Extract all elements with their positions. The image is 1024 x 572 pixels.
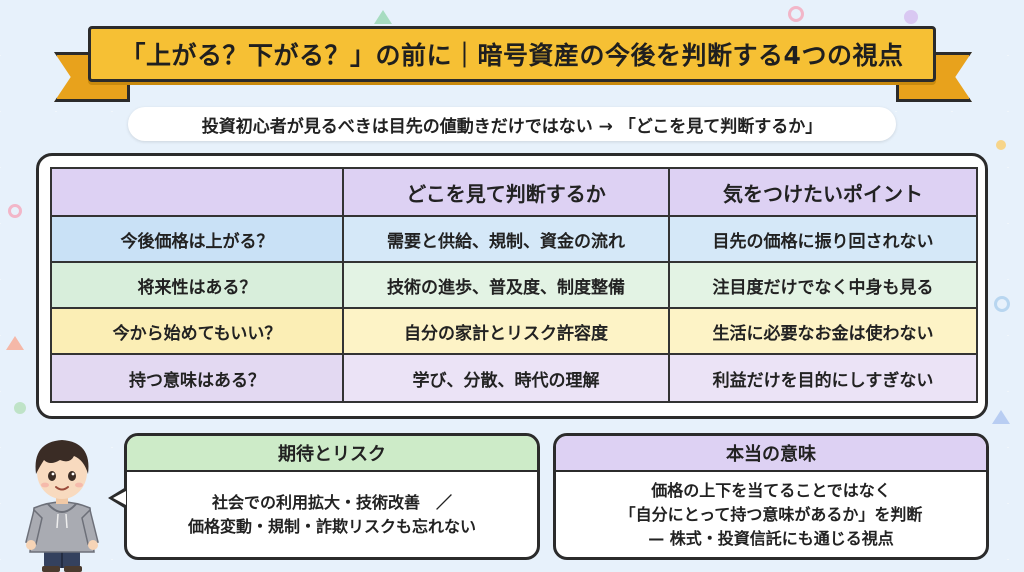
table-row-where-to-look: 需要と供給、規制、資金の流れ: [344, 217, 670, 263]
true-meaning-card: 本当の意味 価格の上下を当てることではなく 「自分にとって持つ意味があるか」を判…: [553, 433, 989, 560]
table-row-where-to-look: 学び、分散、時代の理解: [344, 355, 670, 401]
decor-dot: [904, 10, 918, 24]
decor-dot: [996, 140, 1006, 150]
table-row-caution: 利益だけを目的にしすぎない: [670, 355, 976, 401]
table-header-empty: [52, 169, 344, 217]
card-line: 社会での利用拡大・技術改善 ／: [211, 493, 452, 512]
table-row-question: 将来性はある？: [52, 263, 344, 309]
table-row-caution: 注目度だけでなく中身も見る: [670, 263, 976, 309]
subtitle: 投資初心者が見るべきは目先の値動きだけではない → 「どこを見て判断するか」: [128, 107, 896, 141]
table-header-where-to-look: どこを見て判断するか: [344, 169, 670, 217]
table-row-question: 今から始めてもいい？: [52, 309, 344, 355]
true-meaning-title: 本当の意味: [556, 436, 986, 472]
table-row-where-to-look: 技術の進歩、普及度、制度整備: [344, 263, 670, 309]
decor-triangle: [6, 336, 24, 350]
table-row-where-to-look: 自分の家計とリスク許容度: [344, 309, 670, 355]
table-row-caution: 生活に必要なお金は使わない: [670, 309, 976, 355]
table-row-caution: 目先の価格に振り回されない: [670, 217, 976, 263]
table-row-question: 今後価格は上がる？: [52, 217, 344, 263]
page-title: 「上がる？下がる？」の前に｜暗号資産の今後を判断する4つの視点: [120, 41, 904, 70]
card-line: 価格変動・規制・詐欺リスクも忘れない: [187, 517, 476, 536]
decor-ring: [788, 6, 804, 22]
expectation-risk-title: 期待とリスク: [127, 436, 537, 472]
decor-ring: [8, 204, 22, 218]
decor-ring: [994, 296, 1010, 312]
viewpoint-table: どこを見て判断するか 気をつけたいポイント 今後価格は上がる？ 需要と供給、規制…: [50, 167, 978, 403]
card-line: 「自分にとって持つ意味があるか」を判断: [619, 505, 923, 524]
expectation-risk-card: 期待とリスク 社会での利用拡大・技術改善 ／ 価格変動・規制・詐欺リスクも忘れな…: [124, 433, 540, 560]
table-row-question: 持つ意味はある？: [52, 355, 344, 401]
card-line: 価格の上下を当てることではなく: [651, 481, 891, 500]
true-meaning-body: 価格の上下を当てることではなく 「自分にとって持つ意味があるか」を判断 — 株式…: [556, 472, 986, 557]
title-banner: 「上がる？下がる？」の前に｜暗号資産の今後を判断する4つの視点: [88, 26, 936, 82]
character-illustration-icon: [25, 440, 99, 572]
speech-bubble-tail-inner: [113, 491, 126, 505]
card-line: — 株式・投資信託にも通じる視点: [648, 529, 894, 548]
decor-triangle: [992, 410, 1010, 424]
table-header-caution-points: 気をつけたいポイント: [670, 169, 976, 217]
decor-triangle: [374, 10, 392, 24]
expectation-risk-body: 社会での利用拡大・技術改善 ／ 価格変動・規制・詐欺リスクも忘れない: [127, 472, 537, 557]
decor-dot: [14, 402, 26, 414]
